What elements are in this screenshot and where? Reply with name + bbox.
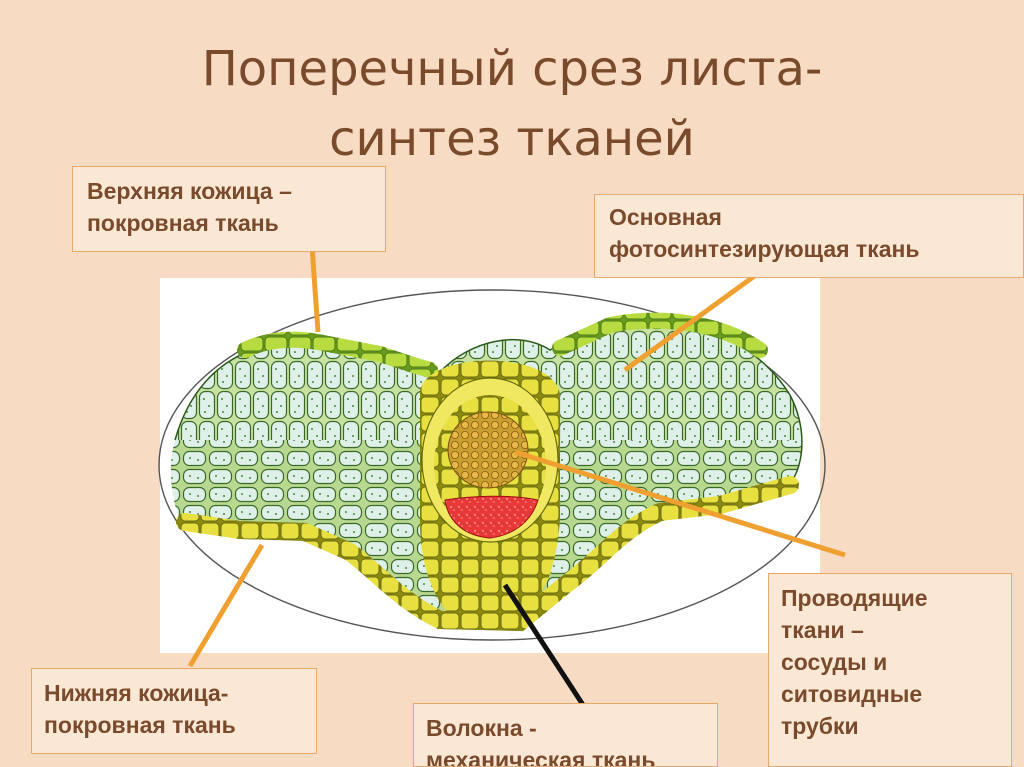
outline-ellipse xyxy=(158,289,826,641)
label-upper-epidermis: Верхняя кожица – покровная ткань xyxy=(72,166,386,252)
label-conducting-line-5: трубки xyxy=(781,713,859,739)
label-upper-epidermis-line-2: покровная ткань xyxy=(87,210,279,236)
upper-epidermis-left xyxy=(237,331,438,378)
arrow-fibers xyxy=(502,583,588,710)
vascular-bundle xyxy=(420,360,560,625)
lower-epidermis xyxy=(176,476,799,632)
arrow-main-tissue xyxy=(623,269,762,373)
label-main-tissue-line-1: Основная xyxy=(609,204,722,230)
arrow-conducting xyxy=(514,449,846,558)
page-title-line-1: Поперечный срез листа- xyxy=(201,41,823,97)
label-lower-epidermis: Нижняя кожица- покровная ткань xyxy=(31,668,317,754)
label-upper-epidermis-line-1: Верхняя кожица – xyxy=(87,178,292,204)
label-lower-epidermis-line-1: Нижняя кожица- xyxy=(44,680,229,706)
page-title-line-2: синтез тканей xyxy=(329,111,695,167)
arrow-lower-epidermis xyxy=(187,543,265,668)
label-conducting-line-1: Проводящие xyxy=(781,585,928,611)
phloem-sieve-tubes xyxy=(444,495,539,539)
label-conducting-line-4: ситовидные xyxy=(781,681,923,707)
label-conducting-line-3: сосуды и xyxy=(781,649,888,675)
label-fibers-line-2: механическая ткань xyxy=(426,747,656,767)
arrow-upper-epidermis xyxy=(309,245,321,333)
upper-epidermis-right xyxy=(552,312,768,358)
label-conducting-line-2: ткани – xyxy=(781,617,864,643)
label-conducting-tissue: Проводящие ткани – сосуды и ситовидные т… xyxy=(768,573,1012,767)
label-main-tissue-line-2: фотосинтезирующая ткань xyxy=(609,236,920,262)
label-main-tissue: Основная фотосинтезирующая ткань xyxy=(594,194,1024,278)
xylem-vessels xyxy=(447,411,529,489)
label-fibers: Волокна - механическая ткань xyxy=(413,703,718,767)
label-lower-epidermis-line-2: покровная ткань xyxy=(44,712,236,738)
label-fibers-line-1: Волокна - xyxy=(426,715,537,741)
